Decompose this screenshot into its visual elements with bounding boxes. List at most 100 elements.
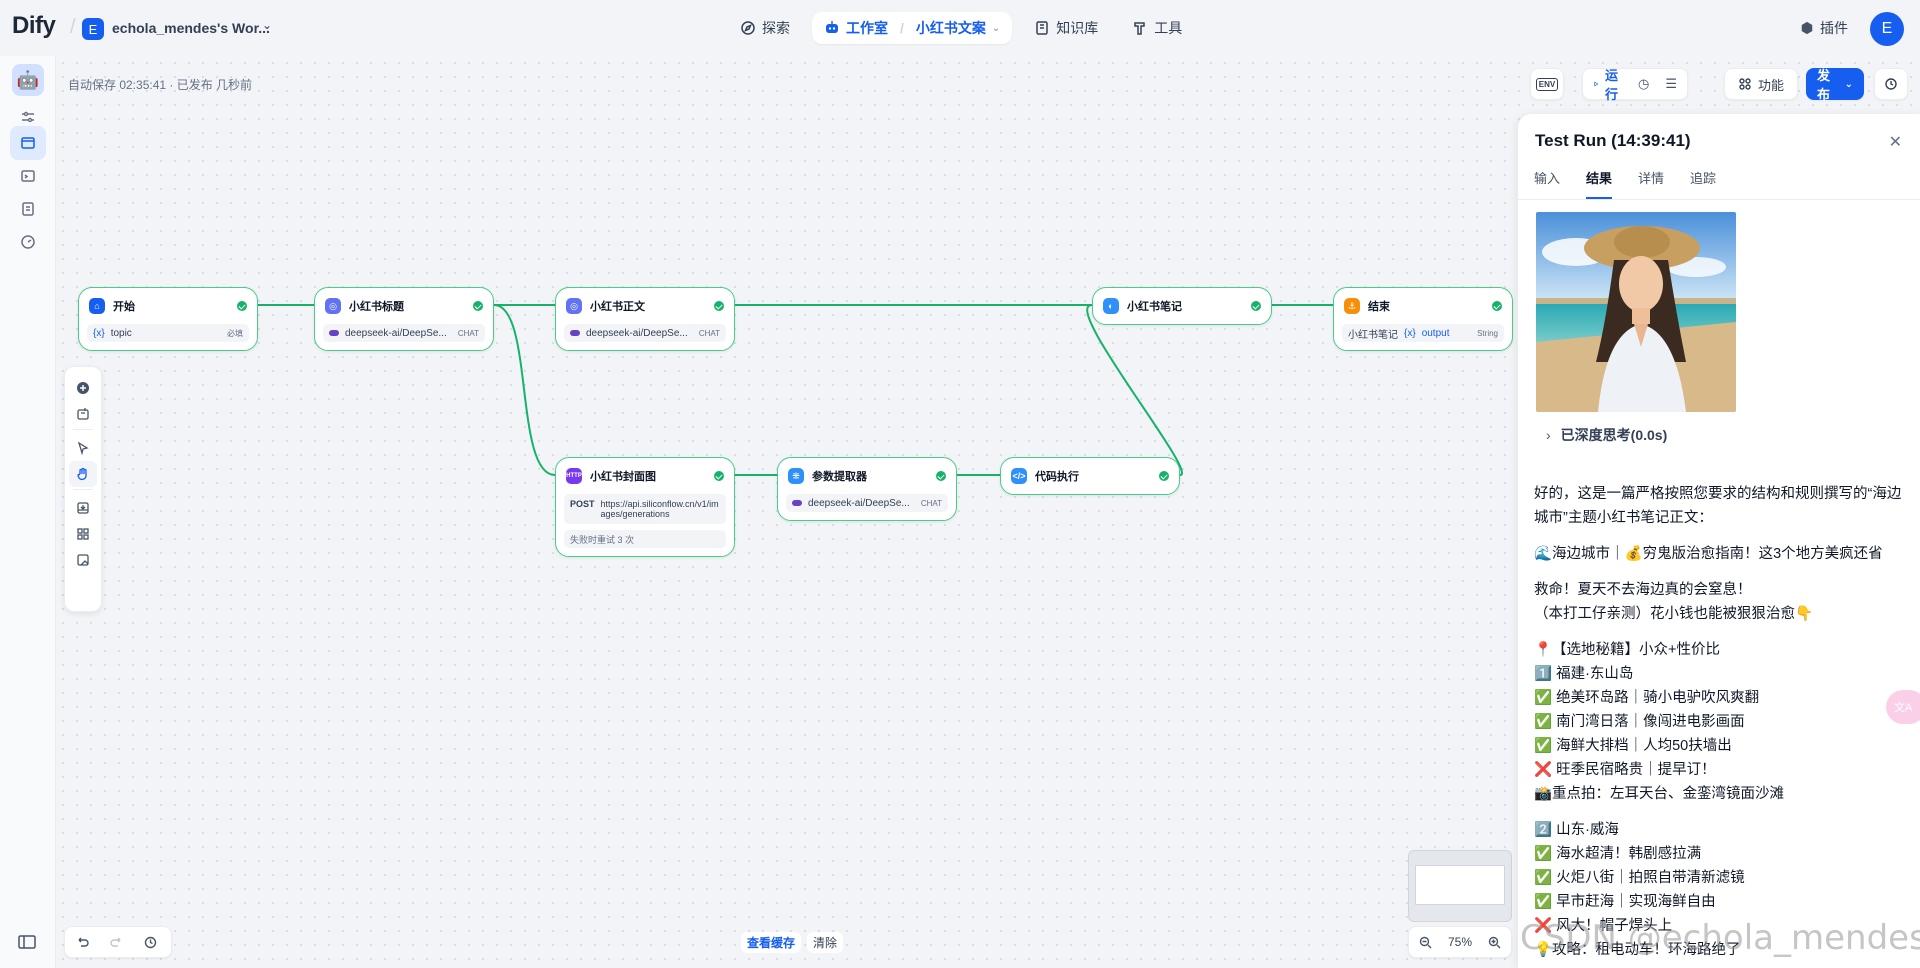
- node-model: deepseek-ai/DeepSe... CHAT: [323, 324, 485, 342]
- terminal-icon: [21, 170, 35, 182]
- sidebar-toggle-icon[interactable]: [18, 934, 36, 950]
- play-icon: [1594, 81, 1599, 87]
- zoom-in-icon[interactable]: [1478, 927, 1511, 957]
- history-controls: [64, 926, 172, 958]
- workspace-name[interactable]: echola_mendes's Wor...: [112, 20, 270, 36]
- export-image-icon[interactable]: [69, 495, 97, 521]
- minimap-viewport[interactable]: [1415, 865, 1505, 905]
- hammer-icon: [1134, 22, 1146, 35]
- app-icon[interactable]: 🤖: [12, 64, 44, 96]
- sidebar-item-logs[interactable]: [10, 192, 46, 226]
- nav-knowledge[interactable]: 知识库: [1022, 12, 1110, 44]
- result-line: （本打工仔亲测）花小钱也能被狠狠治愈👇: [1534, 606, 1814, 622]
- node-parameter-extractor[interactable]: ⁜ 参数提取器 deepseek-ai/DeepSe... CHAT: [777, 457, 957, 521]
- chevron-down-icon[interactable]: ⌄: [262, 18, 273, 32]
- node-note[interactable]: ◐ 小红书笔记: [1092, 287, 1272, 325]
- run-button[interactable]: 运行 ◷ ☰: [1582, 68, 1688, 102]
- node-code[interactable]: </> 代码执行: [1000, 457, 1180, 495]
- output-type: String: [1477, 328, 1498, 338]
- nav-studio-label: 工作室: [846, 20, 888, 36]
- http-icon: HTTP: [566, 468, 582, 484]
- divider: [73, 489, 93, 490]
- plugins-button[interactable]: 插件: [1800, 18, 1848, 38]
- workspace-avatar[interactable]: E: [82, 18, 104, 40]
- model-mode-tag: CHAT: [457, 328, 479, 338]
- version-history-button[interactable]: [1874, 68, 1908, 100]
- result-line: 💡攻略：租电动车！环海路绝了: [1534, 942, 1741, 958]
- book-icon: [1036, 21, 1049, 35]
- history-icon[interactable]: [133, 927, 167, 957]
- thinking-toggle[interactable]: › 已深度思考(0.0s): [1546, 425, 1667, 445]
- line-gap: [1534, 626, 1914, 638]
- result-line: 🌊海边城市｜💰穷鬼版治愈指南！这3个地方美疯还省: [1534, 546, 1883, 562]
- tab-input[interactable]: 输入: [1534, 171, 1561, 186]
- close-icon[interactable]: ✕: [1888, 134, 1902, 151]
- canvas-tools-panel: [64, 366, 102, 612]
- success-check-icon: [473, 301, 483, 311]
- organize-blocks-icon[interactable]: [69, 521, 97, 547]
- redo-icon[interactable]: [99, 927, 133, 957]
- publish-button[interactable]: 发布 ⌄: [1806, 68, 1864, 102]
- nav-explore[interactable]: 探索: [728, 12, 802, 44]
- translate-fab[interactable]: 文A: [1886, 690, 1920, 724]
- minimap[interactable]: [1408, 850, 1512, 922]
- current-app-name[interactable]: 小红书文案: [915, 20, 986, 36]
- result-line: 救命！夏天不去海边真的会窒息！: [1534, 582, 1752, 598]
- user-avatar[interactable]: E: [1870, 12, 1904, 46]
- dify-logo[interactable]: Dify: [12, 12, 56, 39]
- node-title: 小红书封面图: [590, 471, 656, 483]
- model-provider-icon: [570, 330, 580, 336]
- clear-link[interactable]: 清除: [807, 932, 844, 953]
- tab-detail[interactable]: 详情: [1638, 171, 1665, 186]
- env-button[interactable]: ENV: [1530, 68, 1564, 100]
- llm-icon: ◎: [325, 298, 341, 314]
- node-cover-http[interactable]: HTTP 小红书封面图 POST https://api.siliconflow…: [555, 457, 735, 557]
- settings-sliders-icon[interactable]: [10, 100, 46, 134]
- node-body-llm[interactable]: ◎ 小红书正文 deepseek-ai/DeepSe... CHAT: [555, 287, 735, 351]
- sidebar-item-api[interactable]: [10, 159, 46, 193]
- node-model: deepseek-ai/DeepSe... CHAT: [786, 494, 948, 512]
- tab-result[interactable]: 结果: [1586, 168, 1613, 199]
- result-line: 📍【选地秘籍】小众+性价比: [1534, 642, 1721, 658]
- result-output-text: 好的，这是一篇严格按照您要求的结构和规则撰写的“海边城市”主题小红书笔记正文：🌊…: [1534, 482, 1914, 962]
- success-check-icon: [1251, 301, 1261, 311]
- document-icon: [22, 202, 34, 216]
- sidebar-item-orchestrate[interactable]: [10, 126, 46, 160]
- zoom-out-icon[interactable]: [1409, 927, 1442, 957]
- node-title: 小红书标题: [349, 301, 404, 313]
- tab-tracing[interactable]: 追踪: [1690, 171, 1717, 186]
- model-mode-tag: CHAT: [920, 498, 942, 508]
- features-button[interactable]: 功能: [1724, 68, 1798, 100]
- nav-knowledge-label: 知识库: [1056, 20, 1099, 36]
- node-end[interactable]: ⚓ 结束 小红书笔记 {x} output String: [1333, 287, 1513, 351]
- add-node-icon[interactable]: [69, 375, 97, 401]
- chevron-down-icon[interactable]: ⌄: [991, 22, 1001, 34]
- variable-name: topic: [110, 327, 132, 339]
- nav-studio[interactable]: 工作室 / 小红书文案 ⌄: [812, 12, 1013, 44]
- sidebar-item-monitoring[interactable]: [10, 225, 46, 259]
- gauge-icon: [21, 235, 35, 249]
- generated-cover-image[interactable]: [1536, 212, 1736, 412]
- pointer-icon[interactable]: [69, 435, 97, 461]
- retry-setting: 失败时重试 3 次: [564, 530, 726, 548]
- publish-label: 发布: [1817, 68, 1831, 102]
- node-title: 代码执行: [1035, 471, 1079, 483]
- add-note-icon[interactable]: [69, 401, 97, 427]
- undo-icon[interactable]: [65, 927, 99, 957]
- minimap-toggle-icon[interactable]: [69, 547, 97, 573]
- success-check-icon: [714, 471, 724, 481]
- node-title-llm[interactable]: ◎ 小红书标题 deepseek-ai/DeepSe... CHAT: [314, 287, 494, 351]
- zoom-level[interactable]: 75%: [1447, 935, 1473, 949]
- nav-tools[interactable]: 工具: [1120, 12, 1194, 44]
- node-start[interactable]: ⌂ 开始 {x} topic 必填: [78, 287, 258, 351]
- view-cache-link[interactable]: 查看缓存: [741, 932, 802, 953]
- result-line: 1️⃣ 福建·东山岛: [1534, 666, 1634, 682]
- checklist-icon[interactable]: ☰: [1665, 76, 1677, 91]
- result-line: ❌ 风大！帽子焊头上: [1534, 918, 1673, 934]
- hand-icon[interactable]: [69, 461, 97, 487]
- compass-icon: [741, 21, 755, 35]
- history-clock-icon[interactable]: ◷: [1638, 76, 1650, 91]
- success-check-icon: [714, 301, 724, 311]
- code-icon: </>: [1011, 468, 1027, 484]
- plugins-label: 插件: [1820, 20, 1848, 36]
